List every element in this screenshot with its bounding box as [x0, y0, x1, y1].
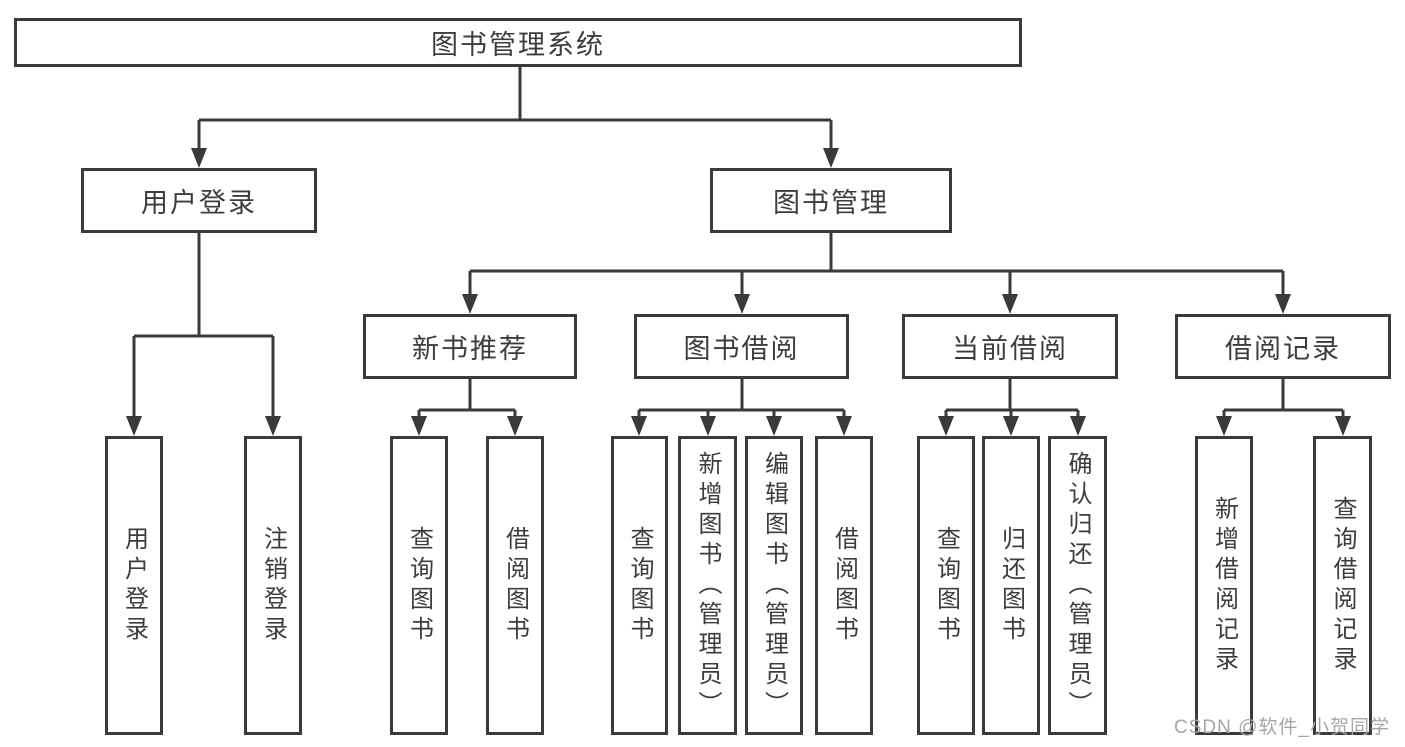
leaf-add-books-admin: 新增图书（管理员） [678, 436, 737, 735]
node-book-borrowing: 图书借阅 [634, 314, 849, 379]
leaf-query-books-current: 查询图书 [917, 436, 975, 735]
leaf-query-books-recommend-label: 查询图书 [405, 525, 433, 646]
connector-new-book-recommend [411, 379, 523, 436]
leaf-borrow-books-recommend-label: 借阅图书 [501, 525, 529, 646]
connector-user-login [126, 233, 281, 436]
leaf-borrow-books-recommend: 借阅图书 [486, 436, 544, 735]
leaf-confirm-return-admin-label: 确认归还（管理员） [1064, 450, 1091, 721]
leaf-edit-books-admin: 编辑图书（管理员） [745, 436, 803, 735]
node-root: 图书管理系统 [14, 18, 1022, 67]
connector-root [191, 66, 839, 168]
leaf-add-borrow-record: 新增借阅记录 [1195, 436, 1253, 735]
leaf-query-borrow-record-label: 查询借阅记录 [1329, 495, 1356, 676]
node-user-login: 用户登录 [81, 168, 317, 233]
node-new-book-recommend-label: 新书推荐 [412, 334, 528, 364]
csdn-watermark: CSDN @软件_小贺同学 [1174, 717, 1390, 738]
connector-current-borrowing [938, 379, 1086, 436]
connector-book-management [462, 233, 1291, 314]
leaf-query-books-current-label: 查询图书 [932, 525, 960, 646]
node-current-borrowing: 当前借阅 [902, 314, 1118, 379]
node-book-management-label: 图书管理 [773, 188, 889, 218]
node-book-borrowing-label: 图书借阅 [683, 334, 800, 364]
leaf-logout-action: 注销登录 [244, 436, 302, 735]
leaf-return-books: 归还图书 [982, 436, 1040, 735]
leaf-logout-action-label: 注销登录 [259, 525, 287, 646]
node-current-borrowing-label: 当前借阅 [952, 334, 1068, 364]
node-book-management: 图书管理 [710, 168, 952, 233]
leaf-return-books-label: 归还图书 [997, 525, 1025, 646]
leaf-user-login-action-label: 用户登录 [120, 525, 148, 646]
connector-borrowing-records [1216, 379, 1351, 436]
leaf-query-books-borrowing: 查询图书 [611, 436, 668, 735]
node-borrowing-records: 借阅记录 [1175, 314, 1391, 379]
node-user-login-label: 用户登录 [141, 188, 257, 218]
node-root-label: 图书管理系统 [431, 30, 605, 60]
node-borrowing-records-label: 借阅记录 [1225, 334, 1341, 364]
leaf-confirm-return-admin: 确认归还（管理员） [1048, 436, 1107, 735]
connector-book-borrowing [631, 379, 852, 436]
leaf-borrow-books-borrowing-label: 借阅图书 [830, 525, 858, 646]
leaf-query-books-recommend: 查询图书 [390, 436, 448, 735]
leaf-add-books-admin-label: 新增图书（管理员） [694, 450, 721, 721]
leaf-borrow-books-borrowing: 借阅图书 [815, 436, 873, 735]
leaf-add-borrow-record-label: 新增借阅记录 [1210, 495, 1238, 676]
leaf-query-books-borrowing-label: 查询图书 [626, 525, 653, 646]
node-new-book-recommend: 新书推荐 [363, 314, 577, 379]
leaf-query-borrow-record: 查询借阅记录 [1313, 436, 1372, 735]
leaf-edit-books-admin-label: 编辑图书（管理员） [760, 450, 788, 721]
leaf-user-login-action: 用户登录 [105, 436, 163, 735]
